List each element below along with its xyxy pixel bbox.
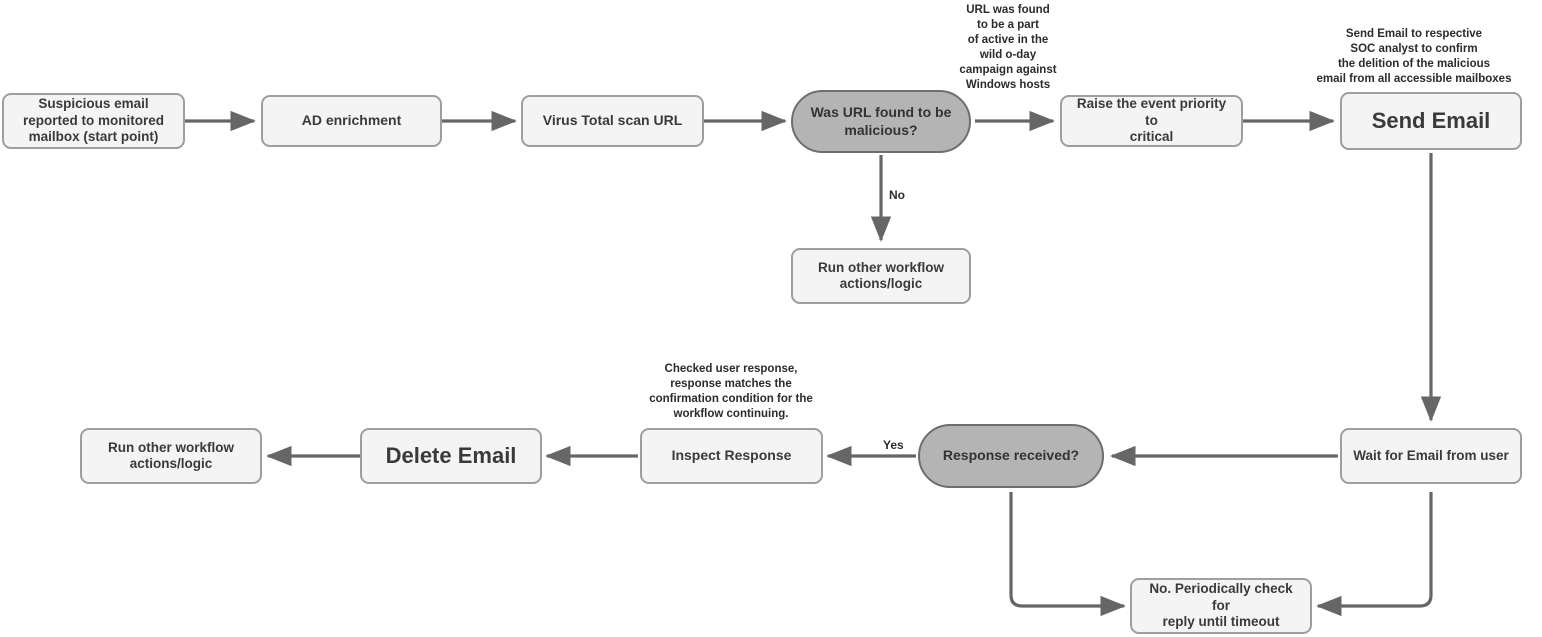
node-other-workflow-top[interactable]: Run other workflow actions/logic <box>791 248 971 304</box>
node-virustotal-scan[interactable]: Virus Total scan URL <box>521 95 704 147</box>
node-other-workflow-bottom-label: Run other workflow actions/logic <box>108 439 234 471</box>
annotation-inspect-response-condition: Checked user response, response matches … <box>649 363 813 420</box>
node-virustotal-scan-label: Virus Total scan URL <box>542 112 683 129</box>
annotation-url-finding: URL was found to be a part of active in … <box>959 4 1057 91</box>
node-decision-response-received[interactable]: Response received? <box>918 424 1104 488</box>
edge-label-no: No <box>886 188 908 202</box>
node-start[interactable]: Suspicious email reported to monitored m… <box>2 93 185 149</box>
node-inspect-response-label: Inspect Response <box>671 447 792 464</box>
node-start-label: Suspicious email reported to monitored m… <box>23 96 164 145</box>
node-wait-for-email[interactable]: Wait for Email from user <box>1340 428 1522 484</box>
node-other-workflow-bottom[interactable]: Run other workflow actions/logic <box>80 428 262 484</box>
edge-label-yes: Yes <box>880 438 907 452</box>
node-ad-enrichment-label: AD enrichment <box>301 112 402 129</box>
node-decision-url-malicious-label: Was URL found to be malicious? <box>810 104 952 138</box>
node-decision-url-malicious[interactable]: Was URL found to be malicious? <box>791 90 971 153</box>
node-inspect-response[interactable]: Inspect Response <box>640 428 823 484</box>
node-delete-email[interactable]: Delete Email <box>360 428 542 484</box>
node-delete-email-label: Delete Email <box>385 442 517 468</box>
node-send-email[interactable]: Send Email <box>1340 92 1522 150</box>
node-ad-enrichment[interactable]: AD enrichment <box>261 95 442 147</box>
node-wait-for-email-label: Wait for Email from user <box>1353 447 1509 463</box>
node-decision-response-received-label: Response received? <box>942 447 1080 464</box>
node-raise-priority[interactable]: Raise the event priority to critical <box>1060 95 1243 147</box>
node-periodic-check[interactable]: No. Periodically check for reply until t… <box>1130 578 1312 634</box>
node-raise-priority-label: Raise the event priority to critical <box>1076 96 1227 145</box>
node-send-email-label: Send Email <box>1371 107 1491 133</box>
edge-wait-to-periodic <box>1316 492 1433 617</box>
annotation-send-email-purpose: Send Email to respective SOC analyst to … <box>1316 28 1512 85</box>
node-other-workflow-top-label: Run other workflow actions/logic <box>818 259 944 291</box>
node-periodic-check-label: No. Periodically check for reply until t… <box>1149 581 1293 630</box>
edge-response-to-periodic <box>1009 492 1126 617</box>
